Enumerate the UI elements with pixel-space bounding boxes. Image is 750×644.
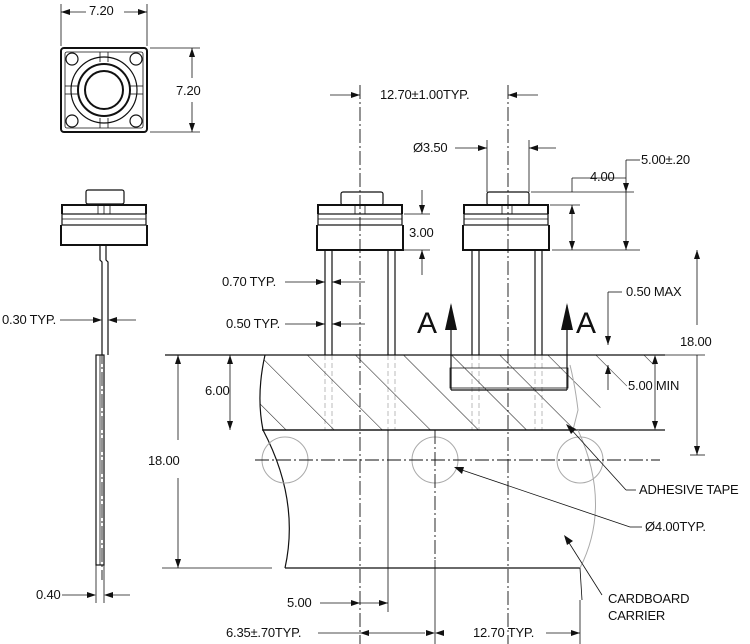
overall-height-label: 18.00 — [680, 334, 712, 349]
section-label-left: A — [417, 307, 437, 340]
carrier-height-label: 18.00 — [148, 453, 180, 468]
insertion-min-label: 5.00 MIN — [628, 378, 679, 393]
lead-gap-label: 0.50 MAX — [626, 284, 682, 299]
hole-pitch-label: 12.70 TYP. — [473, 625, 534, 640]
tape-width-label: 6.00 — [205, 383, 230, 398]
side-base-label: 0.40 — [36, 587, 61, 602]
body-height-tol-label: 5.00±.20 — [641, 152, 690, 167]
adhesive-tape-callout: ADHESIVE TAPE — [639, 482, 739, 497]
dimensions: 12.70±1.00TYP. Ø3.50 4.00 5.00±.20 3.00 — [148, 87, 712, 644]
cardboard-callout-line2: CARRIER — [608, 608, 665, 623]
lead-thickness-label: 0.50 TYP. — [226, 316, 280, 331]
adhesive-tape — [259, 354, 665, 431]
pitch-label: 12.70±1.00TYP. — [380, 87, 469, 102]
cardboard-carrier — [165, 354, 665, 601]
top-width-label: 7.20 — [89, 3, 114, 18]
top-view: 7.20 7.20 — [60, 3, 201, 133]
body-height-label: 3.00 — [409, 225, 434, 240]
hole-offset-label: 5.00 — [287, 595, 312, 610]
section-label-right: A — [576, 307, 596, 340]
top-height-label: 7.20 — [176, 83, 201, 98]
side-lead-thickness-label: 0.30 TYP. — [2, 312, 56, 327]
center-lines — [359, 85, 509, 644]
actuator-diameter-label: Ø3.50 — [413, 140, 447, 155]
section-markers: A A — [417, 303, 596, 391]
lead-width-label: 0.70 TYP. — [222, 274, 276, 289]
hole-diameter-callout: Ø4.00TYP. — [645, 519, 706, 534]
callouts: ADHESIVE TAPE Ø4.00TYP. CARDBOARD CARRIE… — [454, 424, 739, 623]
cardboard-callout-line1: CARDBOARD — [608, 591, 689, 606]
actuator-height-label: 4.00 — [590, 169, 615, 184]
side-view: 0.30 TYP. 0.40 — [2, 189, 148, 603]
first-hole-label: 6.35±.70TYP. — [226, 625, 301, 640]
